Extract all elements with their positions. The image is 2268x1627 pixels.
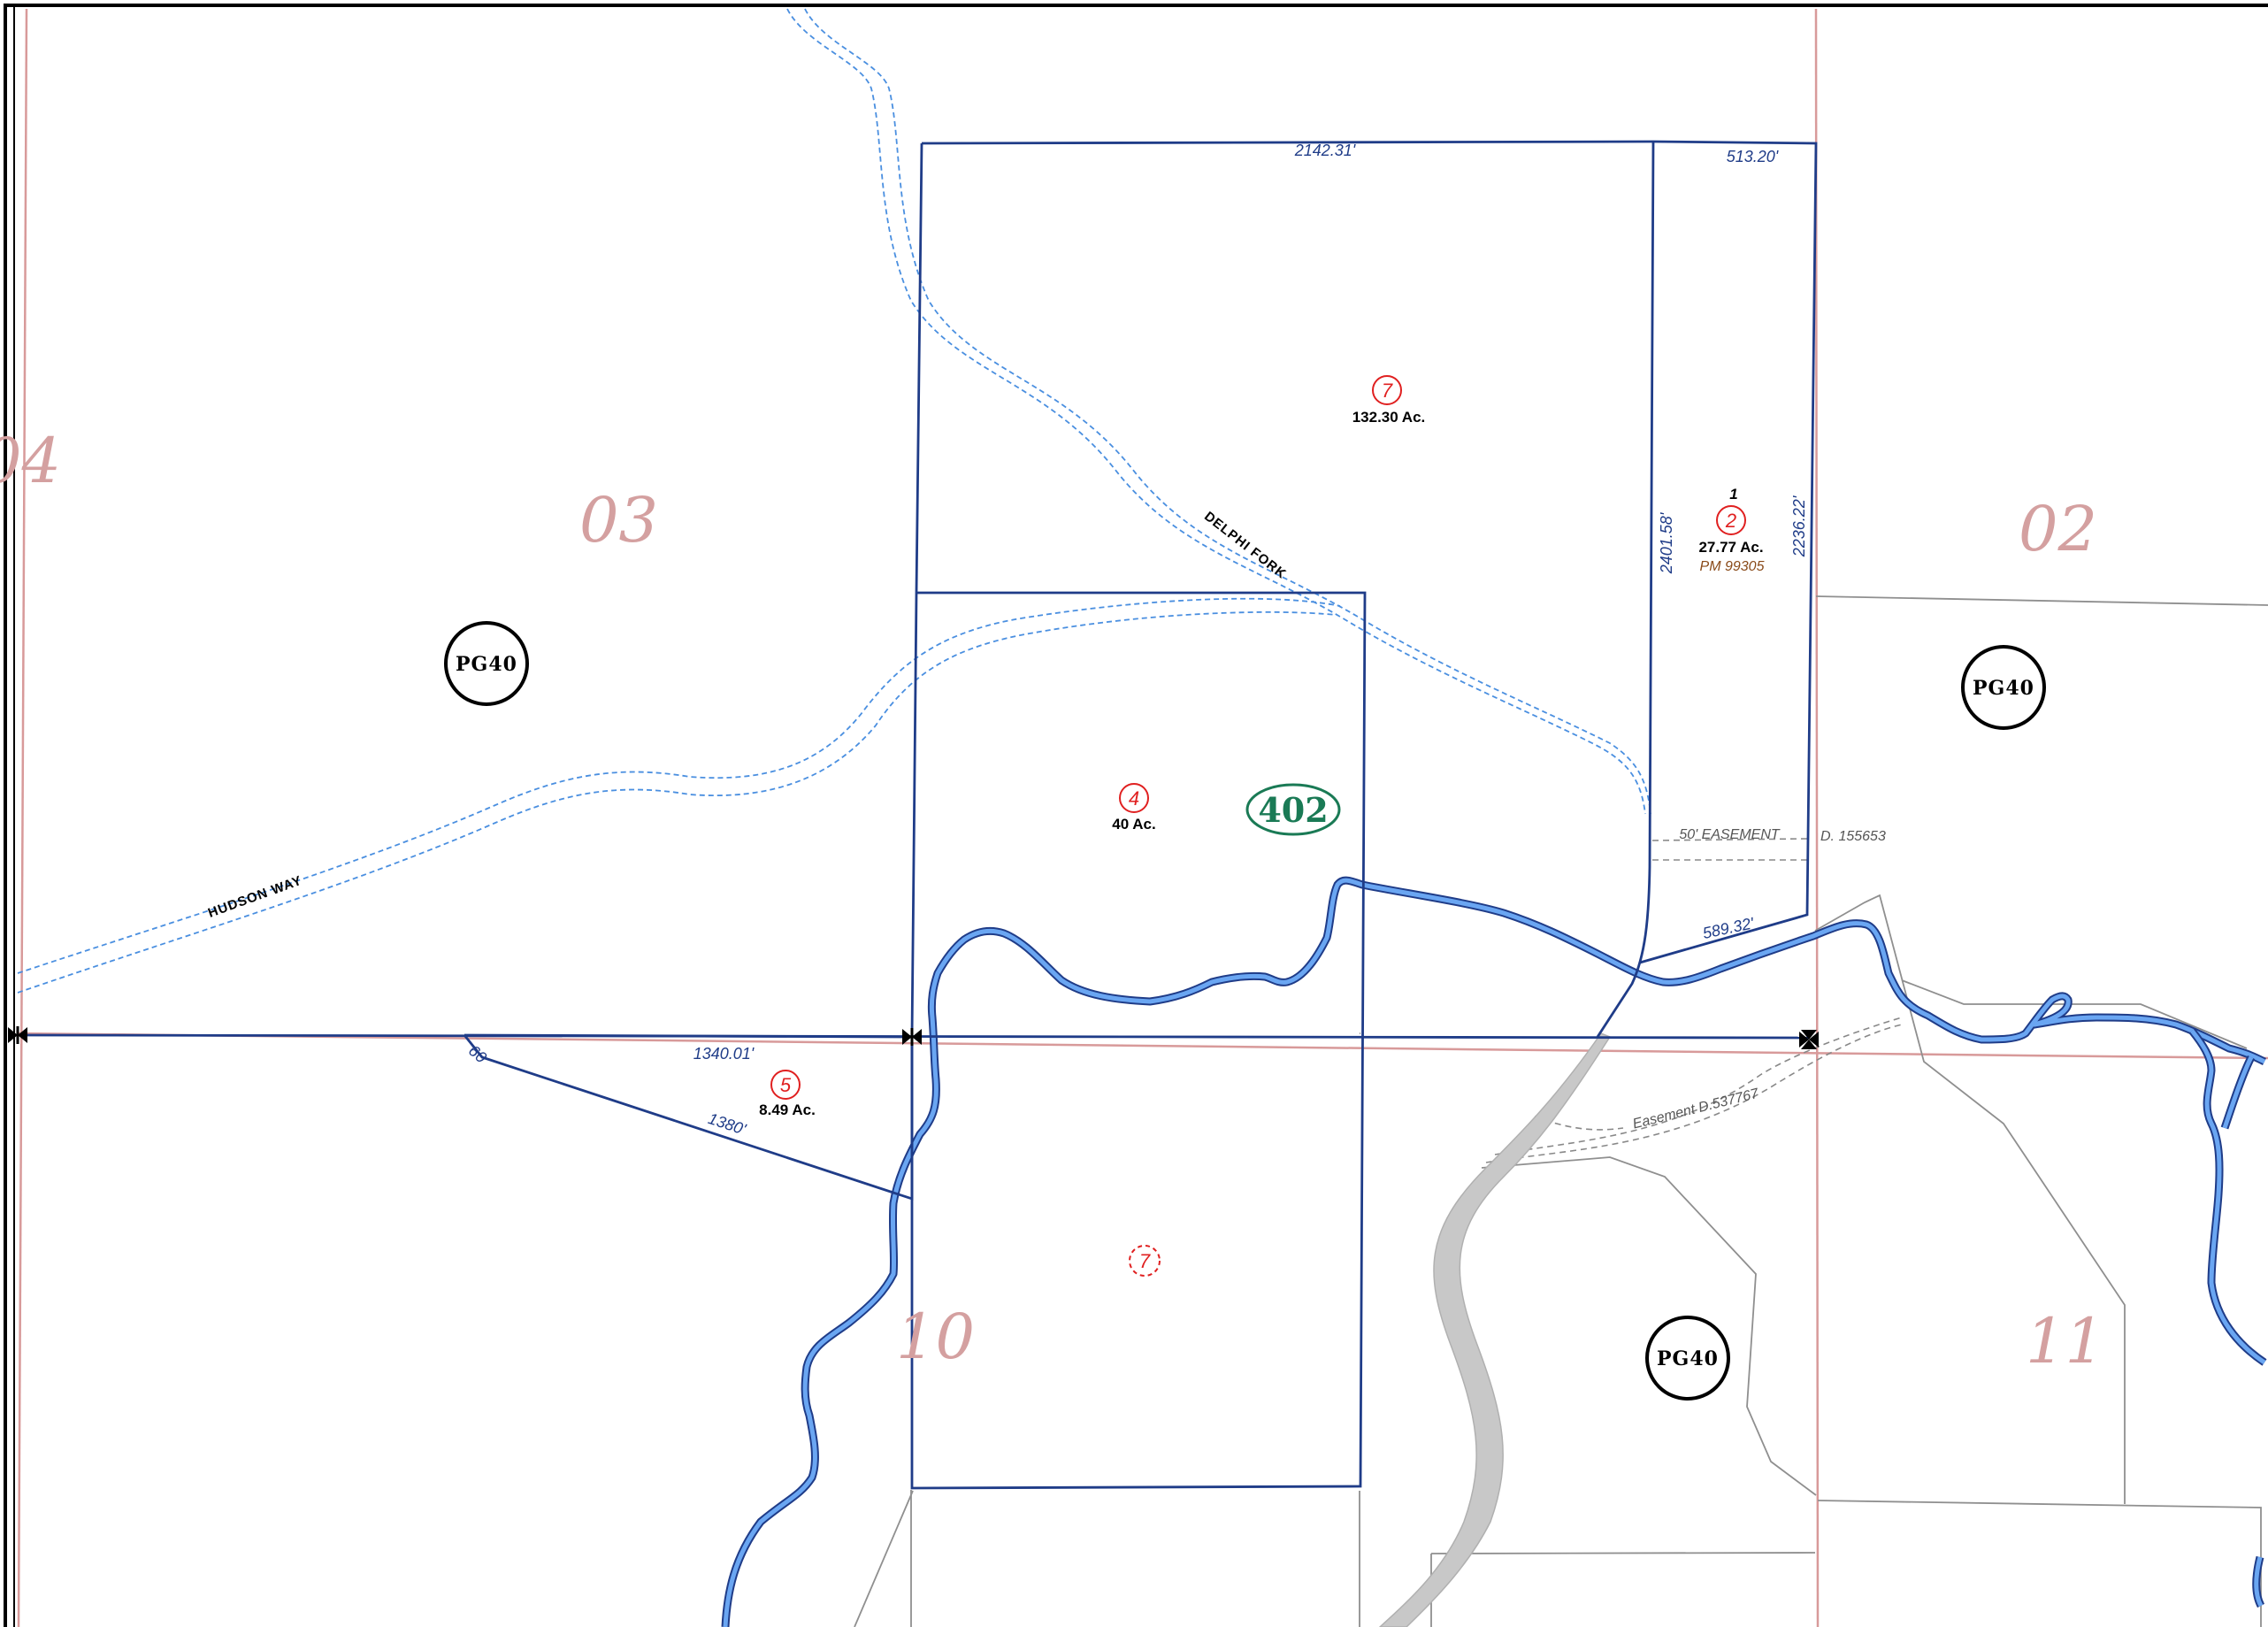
parcel-4-acres: 40 Ac. [1112,816,1155,833]
corner-marker-east [1799,1030,1819,1049]
parcel-7-number: 7 [1382,380,1393,402]
dim-top-east: 513.20' [1727,148,1779,165]
parcel-2-acres: 27.77 Ac. [1698,539,1763,556]
parcel-2-lot: 1 [1729,486,1737,503]
easement-doc-537767: Easement D.537767 [1631,1086,1761,1132]
parcel-4-number: 4 [1129,787,1139,810]
page-ref-south[interactable]: PG40 [1645,1316,1730,1401]
section-number-04: 04 [0,425,61,497]
parcel-5[interactable]: 5 8.49 Ac. [759,1070,816,1118]
corner-marker-west [8,1026,27,1044]
page-ref-east[interactable]: PG40 [1961,645,2046,730]
section-number-11: 11 [2026,1305,2104,1378]
section-corner-markers [8,1026,1819,1049]
dim-p5-short: 60 [465,1041,490,1066]
parcel-2-number: 2 [1725,510,1736,532]
dim-east-outer: 2236.22' [1790,495,1808,557]
road-lines [17,8,1651,994]
easement-lines [1485,838,1903,1163]
parcel-7-continuation[interactable]: 7 [1129,1245,1161,1277]
page-ref-west-label: PG40 [456,653,517,676]
dim-top-main: 2142.31' [1294,142,1356,159]
parcel-5-number: 5 [780,1074,792,1096]
neighbor-lines [854,595,2268,1627]
section-number-02: 02 [2019,493,2097,565]
easement-50ft-label: 50' EASEMENT [1679,827,1781,842]
parcel-7[interactable]: 7 132.30 Ac. [1352,375,1426,426]
page-ref-east-label: PG40 [1973,677,2034,700]
block-number: 402 [1258,790,1328,830]
parcel-2-map-ref: PM 99305 [1700,559,1765,574]
parcel-7-continuation-number: 7 [1139,1250,1151,1272]
section-lines [17,8,2268,1627]
road-label-delphi-fork: DELPHI FORK [1201,509,1289,582]
creek [725,880,2264,1627]
block-tag-402: 402 [1245,783,1341,836]
page-ref-west[interactable]: PG40 [444,621,529,706]
map-frame [4,4,2268,1627]
parcel-7-acres: 132.30 Ac. [1352,409,1426,426]
river-channel [1378,1032,1612,1627]
page-ref-south-label: PG40 [1657,1347,1719,1370]
corner-marker-mid [902,1028,922,1046]
parcel-2[interactable]: 1 2 27.77 Ac. PM 99305 [1698,486,1764,574]
dim-east-inner: 2401.58' [1658,512,1675,574]
section-number-03: 03 [579,484,658,556]
parcel-5-acres: 8.49 Ac. [759,1101,816,1118]
section-number-10: 10 [896,1301,975,1373]
dim-p5-top: 1340.01' [693,1045,755,1063]
parcel-boundaries [17,140,1818,1490]
easement-doc-155653: D. 155653 [1820,829,1886,844]
parcel-4[interactable]: 4 40 Ac. [1112,783,1156,833]
